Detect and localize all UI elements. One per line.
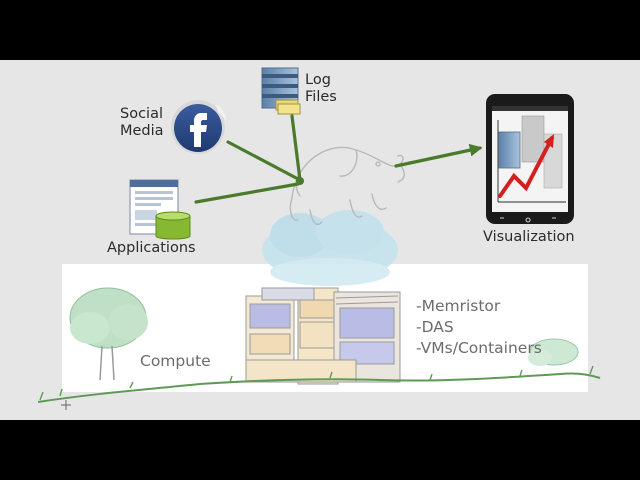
visualization-label: Visualization (483, 229, 575, 245)
social-media-label: Social Media (120, 106, 164, 139)
application-window-icon (129, 179, 191, 240)
technology-item-das: -DAS (416, 318, 454, 336)
applications-label: Applications (107, 240, 196, 256)
tablet-chart-icon (486, 94, 574, 224)
diagram-scene (37, 67, 601, 410)
arrow-viz (394, 143, 483, 168)
hadoop-elephant-icon (289, 146, 405, 226)
arrow-apps (194, 182, 300, 204)
log-files-label: Log Files (305, 72, 337, 105)
data-flow-arrows (194, 114, 483, 204)
cloud-icon (262, 210, 398, 286)
technology-item-vms-containers: -VMs/Containers (416, 339, 542, 357)
tree-icon (69, 287, 148, 381)
grass-line (37, 372, 601, 403)
technology-item-memristor: -Memristor (416, 297, 501, 315)
arrow-social (226, 140, 302, 182)
cursor-icon (61, 400, 71, 410)
server-icon (261, 67, 301, 115)
hub-node (296, 177, 304, 185)
bush-icon (528, 338, 579, 366)
compute-label: Compute (140, 352, 211, 370)
facebook-icon (171, 100, 226, 154)
arrow-logs (290, 114, 302, 182)
server-rack-sketch (245, 287, 401, 385)
diagram-canvas: Social Media Log Files Applications Visu… (0, 60, 640, 420)
technology-list: -Memristor -DAS -VMs/Containers (416, 296, 542, 359)
